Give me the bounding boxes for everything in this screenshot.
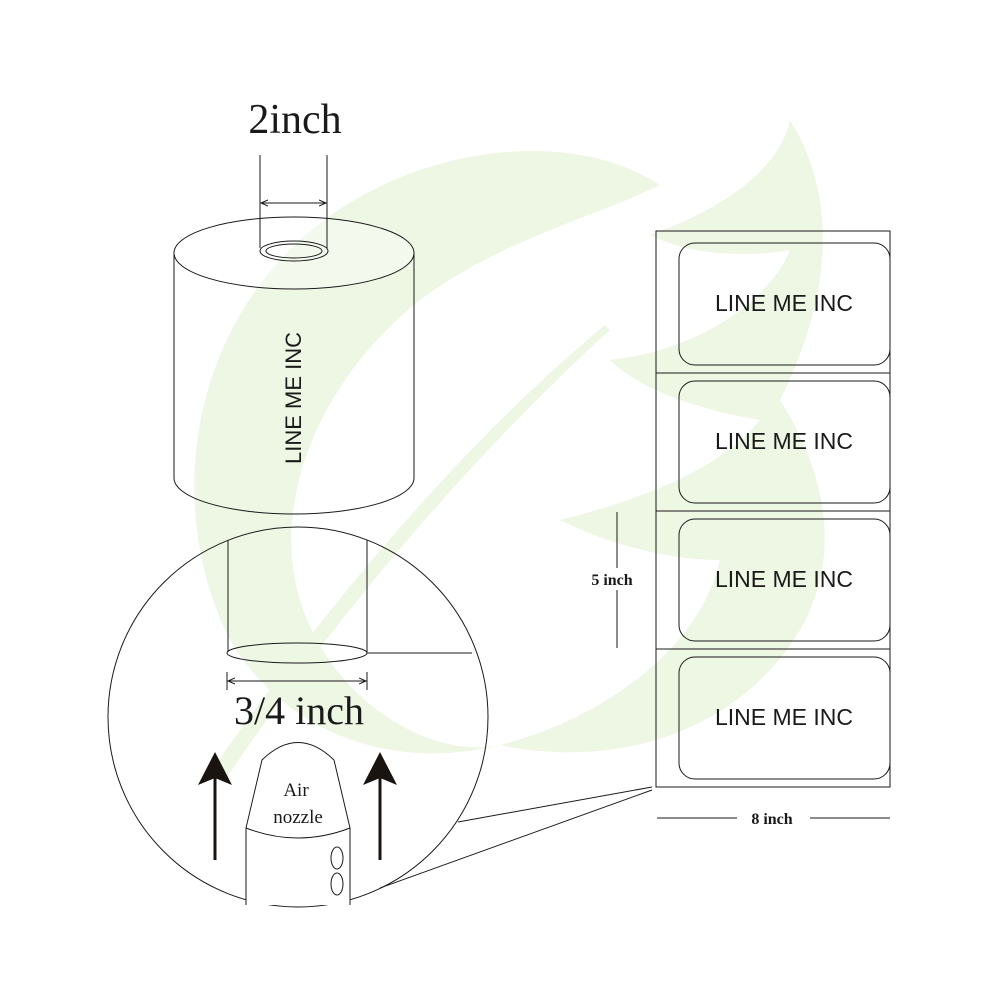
label-text: LINE ME INC <box>715 566 853 592</box>
airflow-arrow-right-icon <box>363 752 397 860</box>
detail-circle <box>107 526 653 908</box>
label-box <box>678 656 891 780</box>
label-roll <box>173 216 415 515</box>
roll-brand-text: LINE ME INC <box>281 332 306 464</box>
nozzle-label-line1: Air <box>283 780 309 801</box>
core-width-label: 2inch <box>248 97 341 143</box>
inner-core-label: 3/4 inch <box>234 688 364 733</box>
leaf-watermark-icon <box>194 120 825 780</box>
roll-core-inner <box>265 243 323 259</box>
sheet-width-label: 8 inch <box>751 811 792 828</box>
air-nozzle <box>245 742 351 905</box>
inner-core-dimension <box>226 672 368 690</box>
label-box <box>678 380 891 504</box>
label-box <box>678 242 891 366</box>
sheet-height-label: 5 inch <box>591 572 632 589</box>
label-box <box>678 518 891 642</box>
airflow-arrow-left-icon <box>198 752 232 860</box>
label-text: LINE ME INC <box>715 290 853 316</box>
label-text: LINE ME INC <box>715 428 853 454</box>
nozzle-label-line2: nozzle <box>273 807 323 828</box>
label-sheet <box>655 230 891 788</box>
core-width-dimension <box>259 155 328 248</box>
label-text: LINE ME INC <box>715 704 853 730</box>
roll-core-outer <box>259 240 329 262</box>
